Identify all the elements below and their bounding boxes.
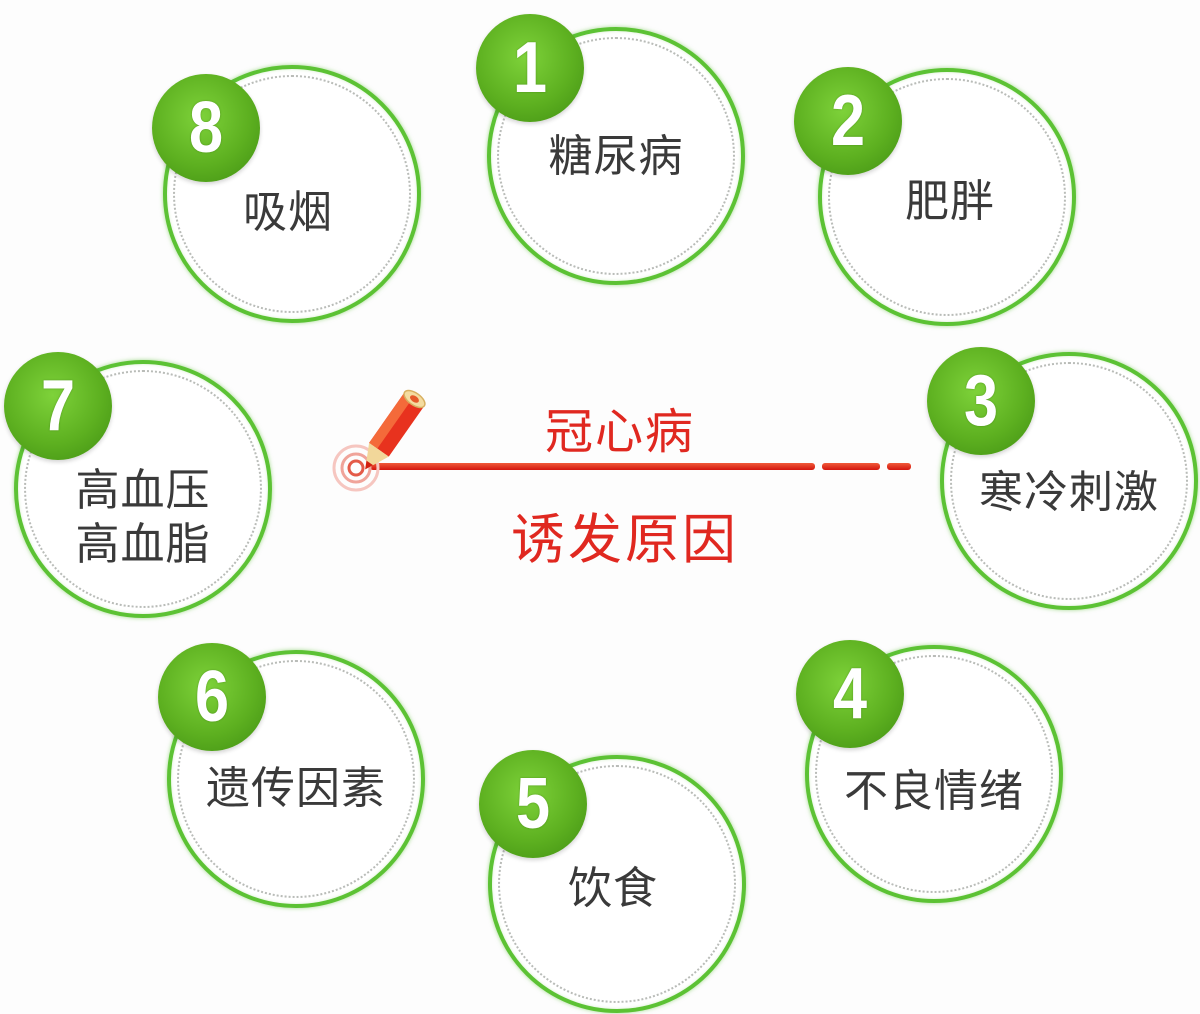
pencil-icon xyxy=(330,372,440,497)
factor-label: 吸烟 xyxy=(243,187,333,238)
underline xyxy=(370,463,815,470)
number-badge: 6 xyxy=(158,643,266,751)
factor-label: 寒冷刺激 xyxy=(979,467,1159,518)
factor-label-line2: 高血脂 xyxy=(75,519,211,570)
factor-label: 不良情绪 xyxy=(844,766,1024,817)
number-badge: 1 xyxy=(476,14,584,122)
factor-ring xyxy=(14,360,272,618)
factor-label: 遗传因素 xyxy=(206,763,386,814)
factor-label: 高血压 xyxy=(75,465,211,516)
factor-label: 肥胖 xyxy=(905,176,995,227)
center-title: 冠心病 xyxy=(544,404,695,460)
underline-dash xyxy=(887,463,911,470)
center-subtitle: 诱发原因 xyxy=(511,508,739,571)
number-badge: 4 xyxy=(796,640,904,748)
factor-label: 糖尿病 xyxy=(548,131,684,182)
number-badge: 5 xyxy=(479,750,587,858)
number-badge: 3 xyxy=(927,347,1035,455)
number-badge: 2 xyxy=(794,67,902,175)
number-badge: 7 xyxy=(4,352,112,460)
factor-label: 饮食 xyxy=(568,863,658,914)
number-badge: 8 xyxy=(152,74,260,182)
underline-dash xyxy=(822,463,880,470)
